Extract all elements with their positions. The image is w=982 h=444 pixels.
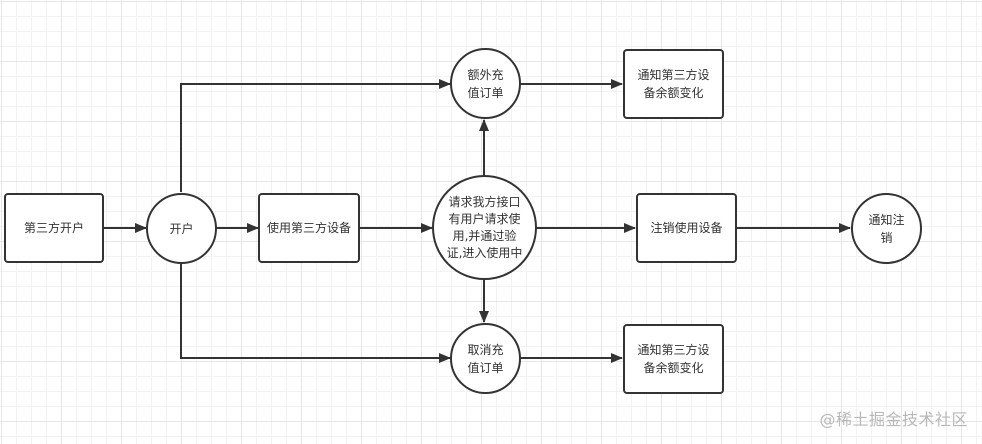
node-label: 请求我方接口有用户请求使用,并通过验证,进入使用中	[446, 194, 523, 260]
node-label: 取消充值订单	[467, 342, 504, 375]
node-notify-balance-bottom[interactable]: 通知第三方设备余额变化	[623, 324, 724, 394]
node-label: 额外充值订单	[467, 67, 504, 100]
node-cancel-recharge[interactable]: 取消充值订单	[450, 323, 521, 394]
node-request-api[interactable]: 请求我方接口有用户请求使用,并通过验证,进入使用中	[432, 175, 537, 280]
node-label: 注销使用设备	[650, 221, 723, 235]
node-label: 开户	[169, 221, 194, 236]
watermark: @稀土掘金技术社区	[819, 410, 968, 429]
node-third-party-open[interactable]: 第三方开户	[4, 193, 104, 263]
node-label: 通知第三方设备余额变化	[637, 343, 710, 375]
edge-open-to-cancel-recharge	[180, 264, 451, 363]
node-label: 通知注销	[868, 212, 905, 245]
node-use-device[interactable]: 使用第三方设备	[258, 193, 360, 263]
node-label: 使用第三方设备	[266, 221, 351, 235]
node-notify-balance-top[interactable]: 通知第三方设备余额变化	[623, 49, 724, 119]
node-label: 通知第三方设备余额变化	[637, 68, 710, 100]
edge-open-to-extra-recharge	[180, 79, 451, 192]
node-open-account[interactable]: 开户	[146, 193, 217, 264]
node-label: 第三方开户	[23, 221, 84, 235]
node-notify-cancel[interactable]: 通知注销	[851, 193, 922, 264]
node-cancel-device[interactable]: 注销使用设备	[636, 193, 737, 263]
node-extra-recharge[interactable]: 额外充值订单	[450, 48, 521, 119]
